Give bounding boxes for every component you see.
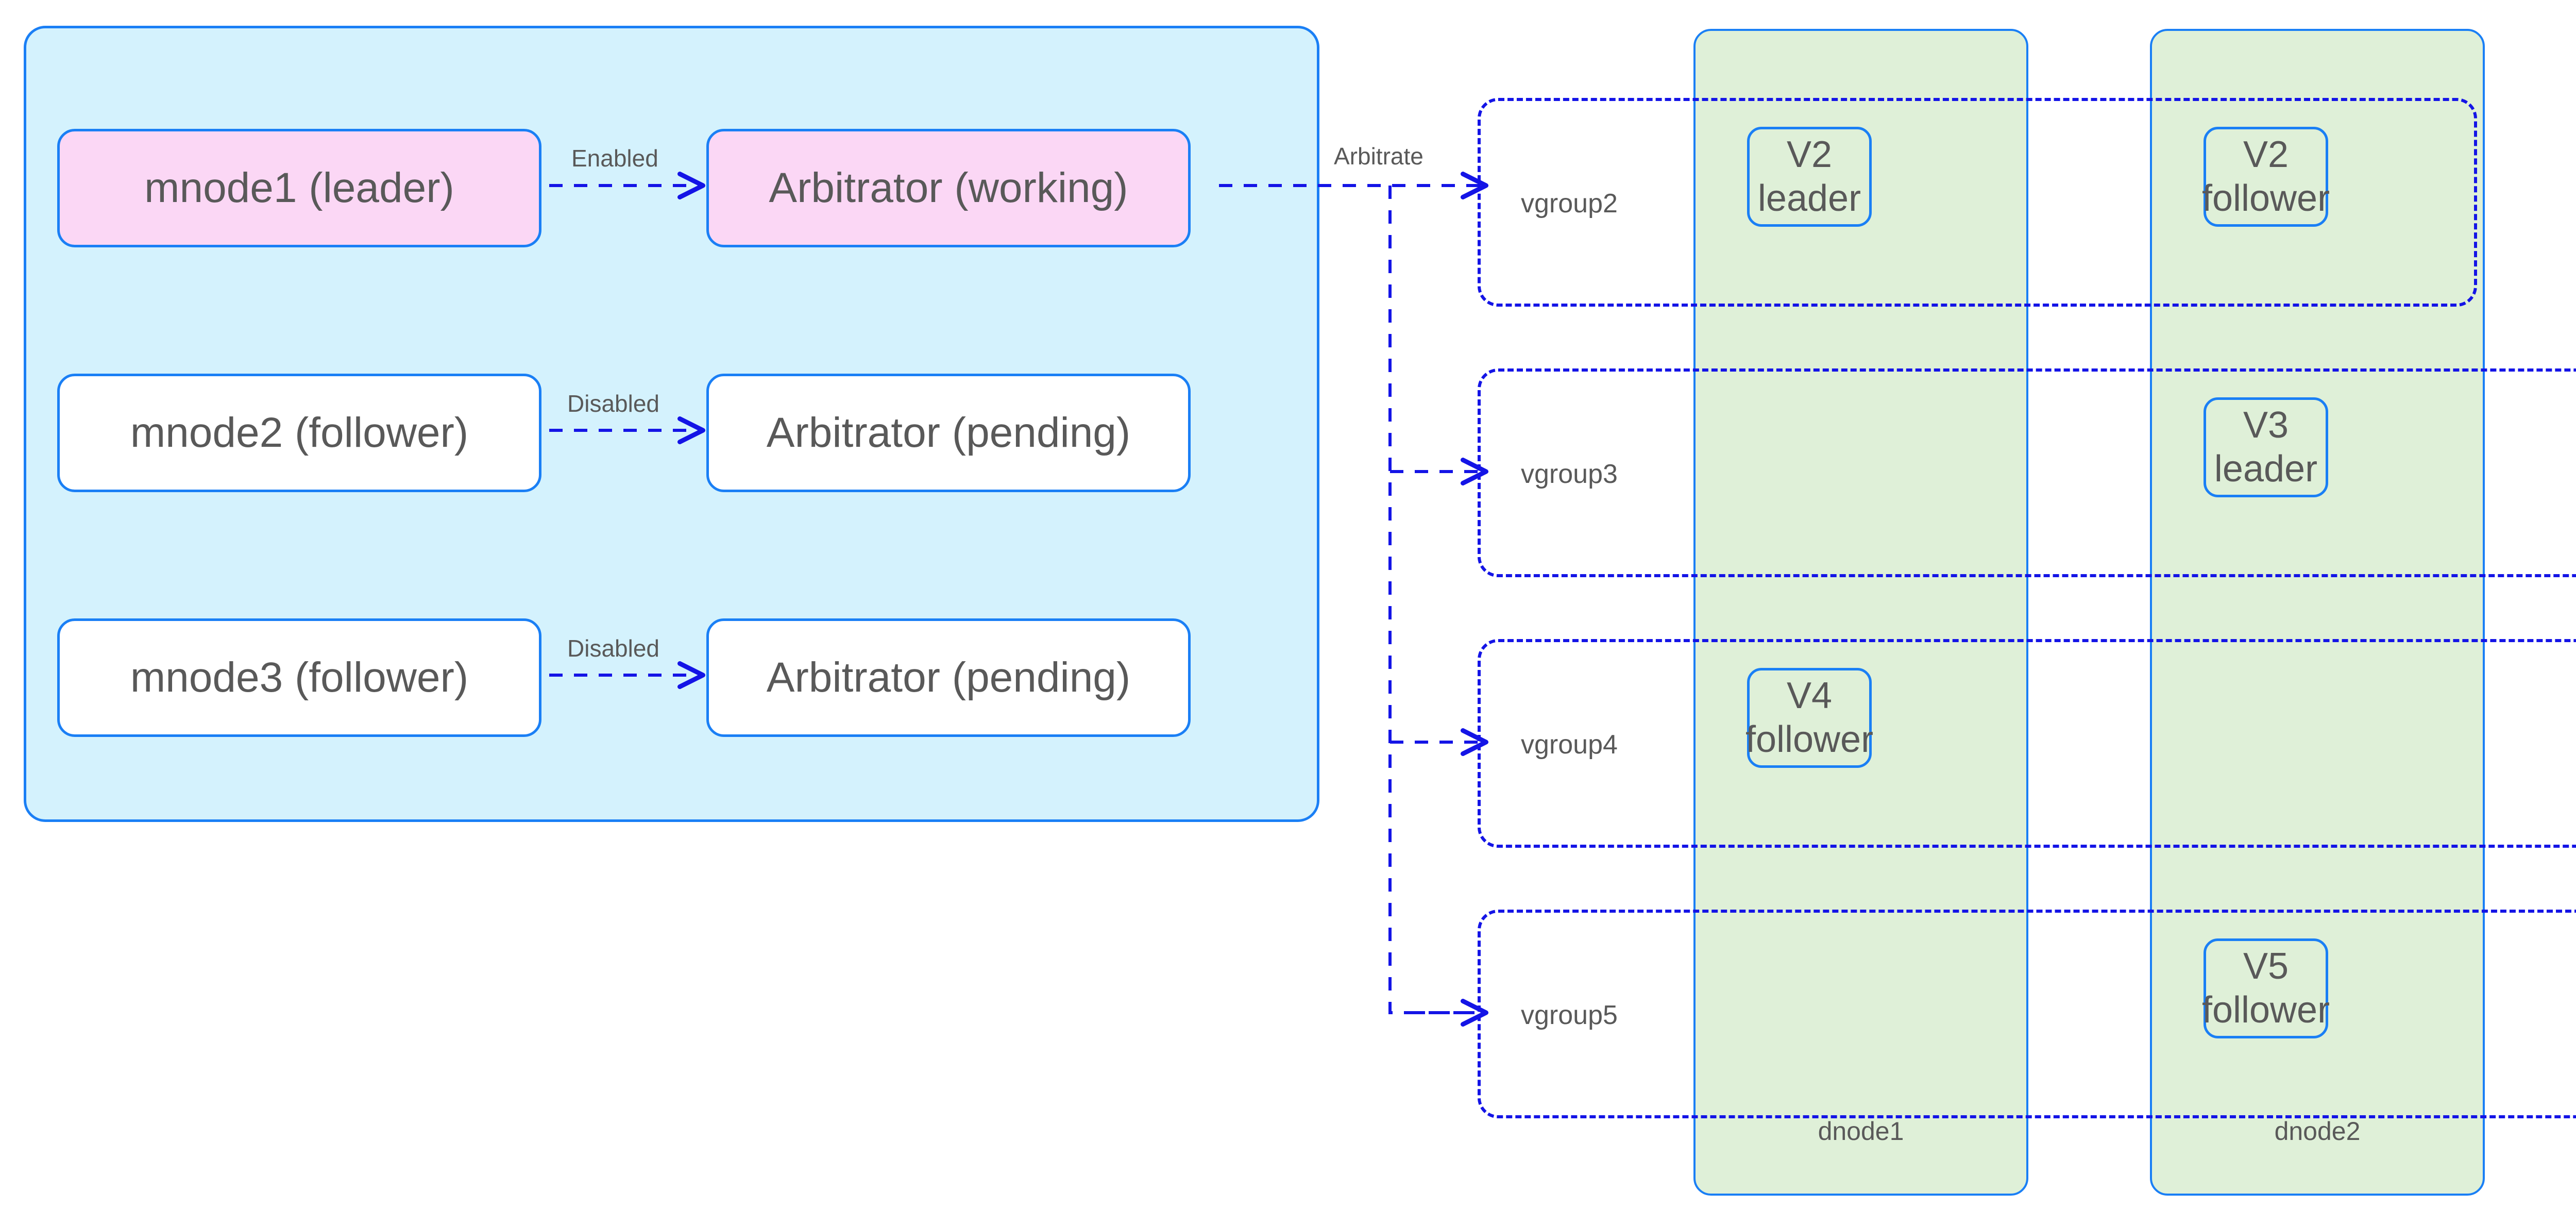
arbitrator1-label: Arbitrator (working) — [769, 164, 1128, 211]
vnode-v4-dnode1[interactable]: V4 follower — [1745, 668, 1874, 768]
vnode-v4-dnode1-role: follower — [1745, 719, 1874, 760]
arbitrator2-label: Arbitrator (pending) — [766, 409, 1131, 456]
vnode-v5-dnode2-name: V5 — [2243, 946, 2289, 987]
wire-arbitrate-trunk — [1388, 186, 1473, 1014]
dnode2-label: dnode2 — [2274, 1117, 2361, 1146]
mnode3-label: mnode3 (follower) — [130, 653, 469, 701]
vnode-v2-dnode1[interactable]: V2 leader — [1747, 127, 1872, 227]
dnode1-label: dnode1 — [1818, 1117, 1904, 1146]
edge-label-arbitrate: Arbitrate — [1331, 142, 1427, 170]
vnode-v4-dnode1-name: V4 — [1786, 675, 1833, 717]
arbitrator3-label: Arbitrator (pending) — [766, 653, 1131, 701]
vnode-v2-dnode2-role: follower — [2201, 178, 2330, 219]
mnode1-node[interactable]: mnode1 (leader) — [57, 129, 541, 247]
vgroup3-label: vgroup3 — [1521, 459, 1618, 489]
mnode3-node[interactable]: mnode3 (follower) — [57, 618, 541, 737]
vgroup5-label: vgroup5 — [1521, 1000, 1618, 1030]
vnode-v2-dnode2[interactable]: V2 follower — [2201, 127, 2330, 227]
vnode-v2-dnode1-role: leader — [1757, 178, 1861, 219]
arbitrator1-node[interactable]: Arbitrator (working) — [706, 129, 1191, 247]
vnode-v3-dnode2[interactable]: V3 leader — [2204, 397, 2328, 497]
vnode-v5-dnode2-role: follower — [2201, 989, 2330, 1031]
vnode-v2-dnode1-name: V2 — [1786, 134, 1833, 176]
mnode1-label: mnode1 (leader) — [144, 164, 454, 211]
mnode2-node[interactable]: mnode2 (follower) — [57, 374, 541, 492]
vnode-v2-dnode2-name: V2 — [2243, 134, 2289, 176]
edge-label-disabled-2: Disabled — [564, 634, 663, 662]
edge-label-disabled-1: Disabled — [564, 390, 663, 417]
edge-label-enabled: Enabled — [568, 144, 662, 172]
arbitrator2-node[interactable]: Arbitrator (pending) — [706, 374, 1191, 492]
vgroup2-label: vgroup2 — [1521, 189, 1618, 219]
vgroup4-label: vgroup4 — [1521, 730, 1618, 760]
vnode-v3-dnode2-role: leader — [2214, 448, 2318, 490]
mnode-cluster-panel: mnode1 (leader) Arbitrator (working) mno… — [24, 26, 1319, 822]
mnode2-label: mnode2 (follower) — [130, 409, 469, 456]
arbitrator3-node[interactable]: Arbitrator (pending) — [706, 618, 1191, 737]
vnode-v5-dnode2[interactable]: V5 follower — [2201, 938, 2330, 1038]
vnode-v3-dnode2-name: V3 — [2243, 405, 2289, 446]
